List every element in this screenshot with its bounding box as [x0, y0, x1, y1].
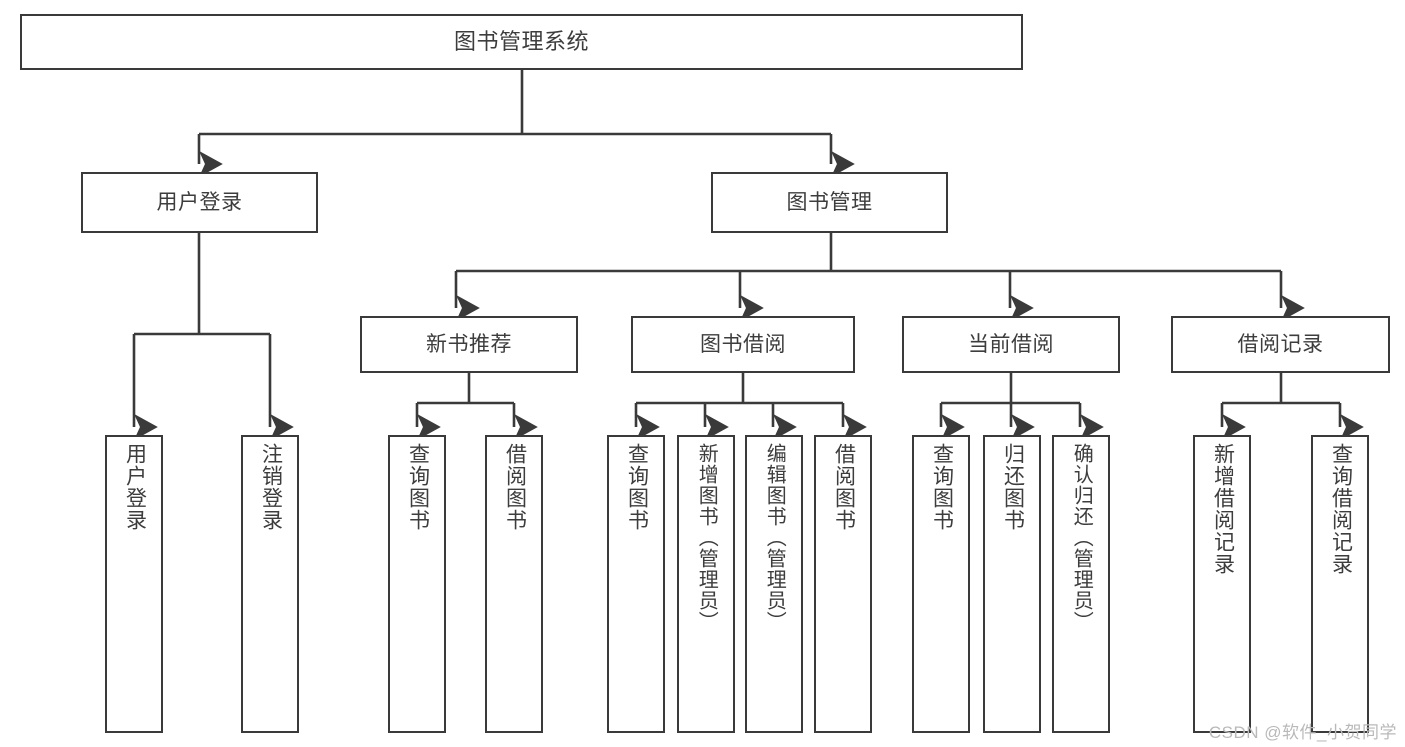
csdn-watermark: CSDN @软件_小贺同学 — [1208, 723, 1397, 742]
leaf-query-book-recommend[interactable]: 查询图书 — [388, 435, 446, 733]
node-root-book-management-system[interactable]: 图书管理系统 — [20, 14, 1023, 70]
node-borrow-record[interactable]: 借阅记录 — [1171, 316, 1390, 373]
leaf-query-book-current[interactable]: 查询图书 — [912, 435, 970, 733]
leaf-query-book-borrow[interactable]: 查询图书 — [607, 435, 665, 733]
leaf-query-borrow-record[interactable]: 查询借阅记录 — [1311, 435, 1369, 733]
leaf-borrow-book-borrow[interactable]: 借阅图书 — [814, 435, 872, 733]
node-user-login[interactable]: 用户登录 — [81, 172, 318, 233]
leaf-return-book[interactable]: 归还图书 — [983, 435, 1041, 733]
leaf-logout-login[interactable]: 注销登录 — [241, 435, 299, 733]
leaf-borrow-book-recommend[interactable]: 借阅图书 — [485, 435, 543, 733]
leaf-user-login[interactable]: 用户登录 — [105, 435, 163, 733]
leaf-confirm-return-admin[interactable]: 确认归还（管理员） — [1052, 435, 1110, 733]
leaf-edit-book-admin[interactable]: 编辑图书（管理员） — [745, 435, 803, 733]
node-new-book-recommend[interactable]: 新书推荐 — [360, 316, 578, 373]
node-current-borrow[interactable]: 当前借阅 — [902, 316, 1120, 373]
leaf-add-borrow-record[interactable]: 新增借阅记录 — [1193, 435, 1251, 733]
node-book-borrow[interactable]: 图书借阅 — [631, 316, 855, 373]
leaf-add-book-admin[interactable]: 新增图书（管理员） — [677, 435, 735, 733]
node-book-management[interactable]: 图书管理 — [711, 172, 948, 233]
